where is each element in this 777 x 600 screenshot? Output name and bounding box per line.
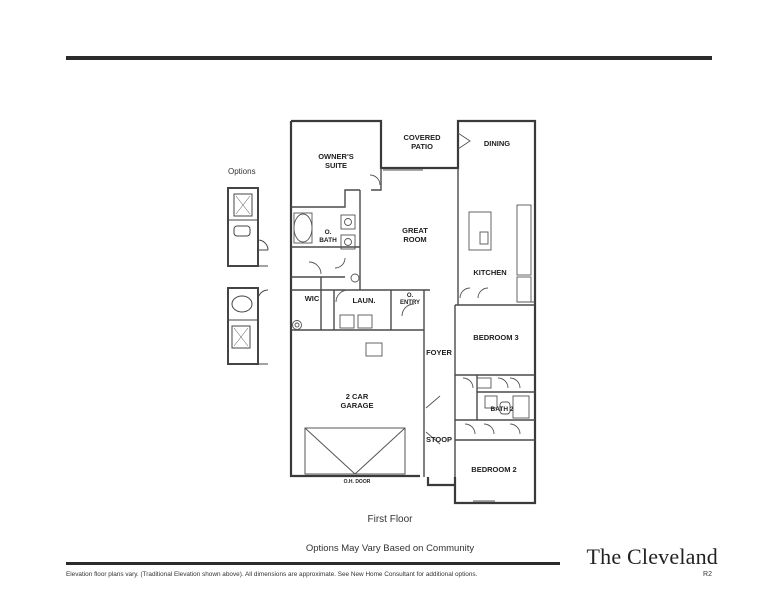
room-label-owners-suite-2: SUITE (325, 161, 347, 170)
options-label: Options (228, 167, 256, 176)
room-label-great-room-1: GREAT (402, 226, 428, 235)
bottom-rule (66, 562, 560, 565)
exterior-walls (289, 119, 537, 505)
room-label-garage-2: GARAGE (341, 401, 374, 410)
room-label-covered-patio-2: PATIO (411, 142, 433, 151)
option-diagram-1 (227, 187, 269, 267)
room-label-owners-bath-2: BATH (319, 237, 337, 244)
room-label-stoop: STOOP (426, 435, 452, 444)
room-label-dining: DINING (484, 139, 510, 148)
room-label-bedroom-2: BEDROOM 2 (471, 465, 516, 474)
room-label-owners-entry-2: ENTRY (400, 300, 420, 306)
room-label-laundry: LAUN. (353, 296, 376, 305)
door-swings (308, 132, 521, 502)
plan-name: The Cleveland (586, 544, 718, 569)
floor-label: First Floor (367, 514, 413, 525)
room-label-garage-1: 2 CAR (346, 392, 369, 401)
room-label-kitchen: KITCHEN (473, 268, 506, 277)
disclaimer: Elevation floor plans vary. (Traditional… (66, 571, 478, 578)
revision-label: R2 (703, 571, 712, 578)
label-oh-door: O.H. DOOR (344, 479, 371, 485)
garage-door (304, 427, 406, 475)
room-label-owners-bath-1: O. (325, 229, 332, 236)
options-diagrams (227, 187, 269, 365)
room-label-foyer: FOYER (426, 348, 452, 357)
room-label-owners-suite-1: OWNER'S (318, 152, 354, 161)
room-label-covered-patio-1: COVERED (403, 133, 441, 142)
room-label-owners-entry-1: O. (407, 293, 414, 299)
room-label-great-room-2: ROOM (403, 235, 426, 244)
room-label-bath-2: BATH 2 (491, 406, 514, 413)
options-note: Options May Vary Based on Community (305, 543, 475, 554)
room-label-wic: WIC (305, 294, 320, 303)
fixtures (292, 204, 535, 419)
option-diagram-2 (227, 287, 269, 365)
top-rule (66, 56, 712, 60)
interior-walls (291, 168, 535, 477)
room-label-bedroom-3: BEDROOM 3 (473, 333, 518, 342)
